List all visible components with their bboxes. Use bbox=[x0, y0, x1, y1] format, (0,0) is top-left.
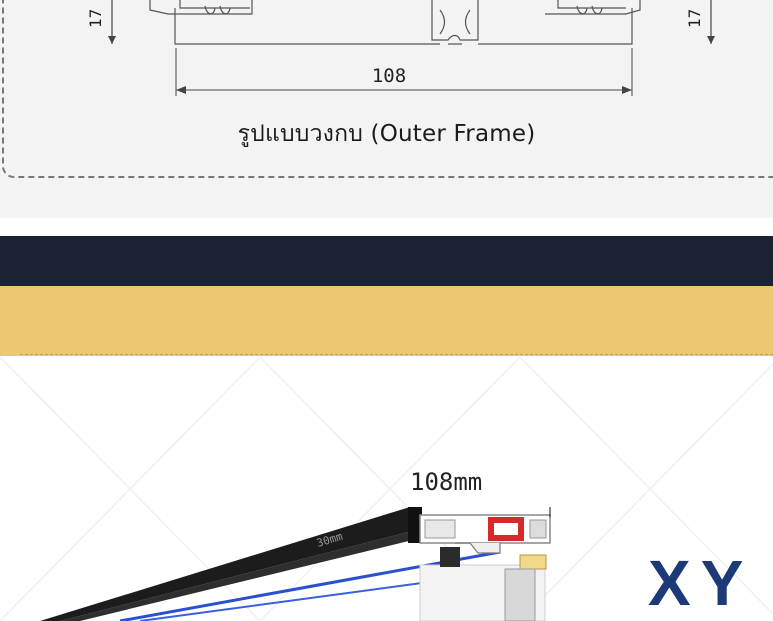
dashed-frame-box bbox=[2, 0, 773, 178]
gold-dashed-line bbox=[20, 354, 773, 355]
width-dimension-label: 108 bbox=[372, 65, 406, 87]
brand-logo-text: XY bbox=[648, 547, 754, 619]
frame-profile-render: 108mm 30mm bbox=[0, 357, 773, 621]
product-width-label: 108mm bbox=[410, 468, 482, 496]
navy-divider-bar bbox=[0, 236, 773, 286]
outer-frame-drawing-panel: 17 17 108 รูปแบบวงกบ (Outer Frame bbox=[0, 0, 773, 218]
profile-cross-section bbox=[408, 507, 551, 621]
frame-profile-drawing: 17 17 108 bbox=[86, 0, 715, 96]
product-image-area: 108mm 30mm bbox=[0, 357, 773, 621]
height-left-label: 17 bbox=[86, 9, 105, 28]
gold-banner-bar bbox=[0, 286, 773, 356]
height-right-label: 17 bbox=[685, 9, 704, 28]
outer-frame-caption: รูปแบบวงกบ (Outer Frame) bbox=[237, 121, 536, 147]
